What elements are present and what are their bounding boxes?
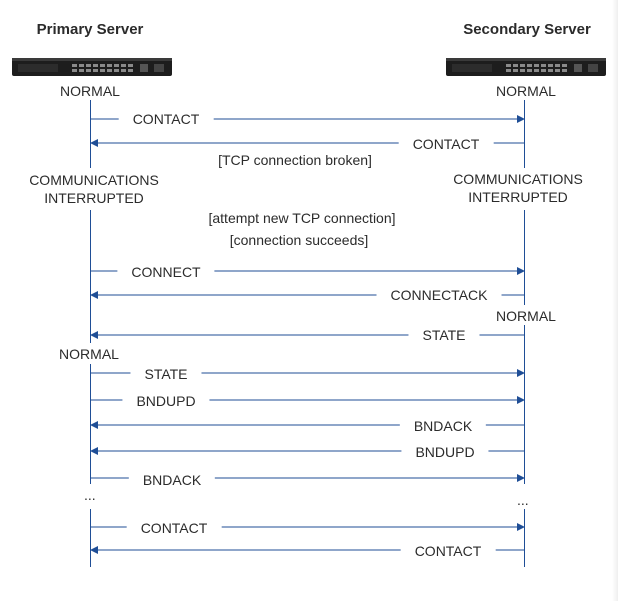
primary-ellipsis: ... (84, 487, 96, 503)
primary-state-normal: NORMAL (60, 83, 120, 99)
primary-server-title: Primary Server (36, 21, 144, 38)
message-label: BNDUPD (401, 444, 489, 460)
message-label: BNDACK (399, 418, 487, 434)
message-label: STATE (408, 327, 480, 343)
note-connection-succeeds: [connection succeeds] (229, 232, 369, 248)
note-attempt-tcp: [attempt new TCP connection] (208, 210, 396, 226)
secondary-lifeline (524, 100, 525, 168)
primary-lifeline (90, 210, 91, 343)
primary-state-interrupted-line1: COMMUNICATIONS (29, 172, 159, 188)
secondary-server-title: Secondary Server (463, 21, 591, 38)
primary-state-interrupted-line2: INTERRUPTED (44, 190, 144, 206)
message-label: CONTACT (400, 543, 496, 559)
message-label: CONTACT (118, 111, 214, 127)
primary-state-normal-2: NORMAL (59, 346, 119, 362)
secondary-lifeline (524, 509, 525, 567)
secondary-ellipsis: ... (517, 492, 529, 508)
message-label: CONNECTACK (376, 287, 502, 303)
message-label: CONNECT (117, 264, 215, 280)
message-label: STATE (130, 366, 202, 382)
secondary-lifeline (524, 210, 525, 305)
note-tcp-broken: [TCP connection broken] (218, 152, 372, 168)
secondary-state-interrupted-line1: COMMUNICATIONS (453, 171, 583, 187)
primary-lifeline (90, 509, 91, 567)
secondary-state-normal: NORMAL (496, 83, 556, 99)
right-edge-shadow (612, 0, 618, 601)
primary-rack-server-icon (12, 58, 172, 76)
message-label: CONTACT (398, 136, 494, 152)
secondary-lifeline (524, 325, 525, 484)
message-label: BNDUPD (122, 393, 210, 409)
secondary-rack-server-icon (446, 58, 606, 76)
secondary-state-interrupted-line2: INTERRUPTED (468, 189, 568, 205)
primary-state-interrupted: COMMUNICATIONS INTERRUPTED (29, 171, 159, 207)
secondary-state-normal-2: NORMAL (496, 308, 556, 324)
message-label: CONTACT (126, 520, 222, 536)
message-label: BNDACK (128, 472, 216, 488)
primary-lifeline (90, 100, 91, 168)
secondary-state-interrupted: COMMUNICATIONS INTERRUPTED (453, 170, 583, 206)
